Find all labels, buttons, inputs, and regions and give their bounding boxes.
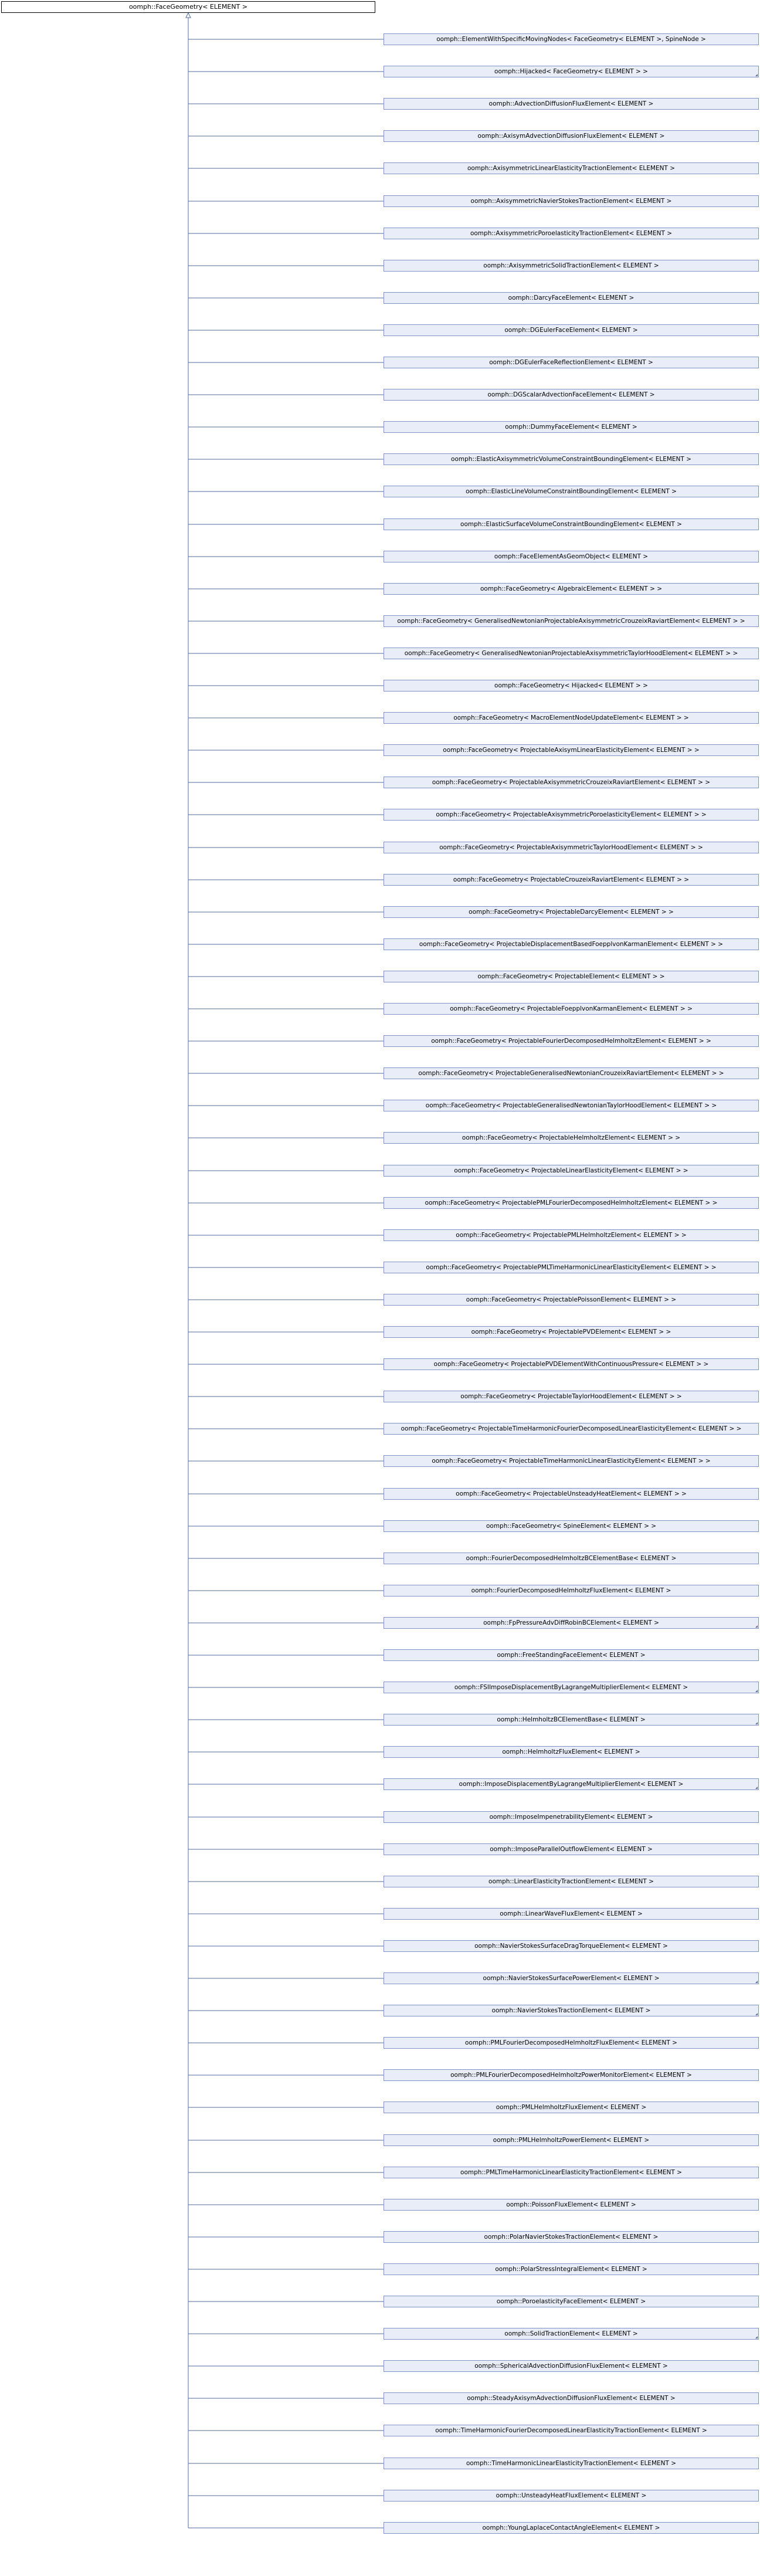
derived-class-node[interactable]: oomph::DGScalarAdvectionFaceElement< ELE…	[384, 389, 759, 401]
derived-class-node[interactable]: oomph::FaceGeometry< ProjectableCrouzeix…	[384, 874, 759, 886]
derived-class-node[interactable]: oomph::PMLFourierDecomposedHelmholtzFlux…	[384, 2037, 759, 2049]
derived-class-node[interactable]: oomph::FaceGeometry< GeneralisedNewtonia…	[384, 648, 759, 659]
derived-class-node[interactable]: oomph::DarcyFaceElement< ELEMENT >	[384, 292, 759, 304]
derived-class-node[interactable]: oomph::PMLHelmholtzFluxElement< ELEMENT …	[384, 2102, 759, 2113]
derived-class-node[interactable]: oomph::FaceGeometry< ProjectableDisplace…	[384, 938, 759, 950]
derived-class-node[interactable]: oomph::FaceGeometry< SpineElement< ELEME…	[384, 1520, 759, 1532]
derived-class-node[interactable]: oomph::PolarStressIntegralElement< ELEME…	[384, 2263, 759, 2275]
derived-class-node[interactable]: oomph::ElasticLineVolumeConstraintBoundi…	[384, 486, 759, 497]
derived-class-node[interactable]: oomph::FaceGeometry< ProjectableGenerali…	[384, 1100, 759, 1111]
derived-class-node[interactable]: oomph::FpPressureAdvDiffRobinBCElement< …	[384, 1617, 759, 1629]
derived-class-node[interactable]: oomph::HelmholtzBCElementBase< ELEMENT >	[384, 1714, 759, 1726]
derived-class-node[interactable]: oomph::Hijacked< FaceGeometry< ELEMENT >…	[384, 66, 759, 77]
derived-class-node[interactable]: oomph::FaceGeometry< ProjectableFourierD…	[384, 1035, 759, 1047]
derived-class-node[interactable]: oomph::FaceGeometry< Hijacked< ELEMENT >…	[384, 680, 759, 692]
derived-class-node[interactable]: oomph::PoissonFluxElement< ELEMENT >	[384, 2199, 759, 2211]
derived-class-node[interactable]: oomph::FaceGeometry< ProjectablePVDEleme…	[384, 1326, 759, 1338]
derived-class-node[interactable]: oomph::FourierDecomposedHelmholtzFluxEle…	[384, 1585, 759, 1597]
derived-class-node[interactable]: oomph::FaceGeometry< GeneralisedNewtonia…	[384, 615, 759, 627]
derived-class-node[interactable]: oomph::NavierStokesSurfacePowerElement< …	[384, 1972, 759, 1984]
derived-class-node[interactable]: oomph::FaceGeometry< ProjectableAxisymme…	[384, 842, 759, 853]
derived-class-node[interactable]: oomph::ImposeParallelOutflowElement< ELE…	[384, 1843, 759, 1855]
derived-class-node[interactable]: oomph::DGEulerFaceReflectionElement< ELE…	[384, 357, 759, 368]
derived-class-node[interactable]: oomph::AxisymmetricSolidTractionElement<…	[384, 260, 759, 272]
derived-class-node[interactable]: oomph::PoroelasticityFaceElement< ELEMEN…	[384, 2296, 759, 2307]
derived-class-node[interactable]: oomph::NavierStokesSurfaceDragTorqueElem…	[384, 1940, 759, 1952]
derived-class-node[interactable]: oomph::FaceGeometry< ProjectableTimeHarm…	[384, 1423, 759, 1435]
derived-class-node[interactable]: oomph::TimeHarmonicFourierDecomposedLine…	[384, 2425, 759, 2436]
derived-class-node[interactable]: oomph::FaceGeometry< ProjectableLinearEl…	[384, 1165, 759, 1177]
derived-class-node[interactable]: oomph::FaceElementAsGeomObject< ELEMENT …	[384, 551, 759, 562]
derived-class-node[interactable]: oomph::FSIImposeDisplacementByLagrangeMu…	[384, 1682, 759, 1693]
base-class-node[interactable]: oomph::FaceGeometry< ELEMENT >	[1, 1, 375, 13]
derived-class-node[interactable]: oomph::FaceGeometry< ProjectablePMLTimeH…	[384, 1262, 759, 1273]
derived-class-node[interactable]: oomph::FaceGeometry< AlgebraicElement< E…	[384, 583, 759, 595]
derived-class-node[interactable]: oomph::AxisymmetricPoroelasticityTractio…	[384, 228, 759, 239]
derived-class-node[interactable]: oomph::FaceGeometry< ProjectableAxisymme…	[384, 777, 759, 788]
derived-class-node[interactable]: oomph::FourierDecomposedHelmholtzBCEleme…	[384, 1553, 759, 1564]
derived-class-node[interactable]: oomph::FaceGeometry< ProjectablePoissonE…	[384, 1294, 759, 1306]
derived-class-node[interactable]: oomph::SphericalAdvectionDiffusionFluxEl…	[384, 2360, 759, 2372]
derived-class-node[interactable]: oomph::FaceGeometry< ProjectablePMLFouri…	[384, 1197, 759, 1209]
derived-class-node[interactable]: oomph::PMLTimeHarmonicLinearElasticityTr…	[384, 2167, 759, 2178]
derived-class-node[interactable]: oomph::FaceGeometry< MacroElementNodeUpd…	[384, 712, 759, 724]
derived-class-node[interactable]: oomph::FaceGeometry< ProjectableElement<…	[384, 971, 759, 982]
derived-class-node[interactable]: oomph::ImposeImpenetrabilityElement< ELE…	[384, 1811, 759, 1823]
derived-class-node[interactable]: oomph::FaceGeometry< ProjectableUnsteady…	[384, 1488, 759, 1500]
derived-class-node[interactable]: oomph::AxisymmetricLinearElasticityTract…	[384, 162, 759, 174]
derived-class-node[interactable]: oomph::AxisymAdvectionDiffusionFluxEleme…	[384, 130, 759, 142]
derived-class-node[interactable]: oomph::SteadyAxisymAdvectionDiffusionFlu…	[384, 2392, 759, 2404]
derived-class-node[interactable]: oomph::DummyFaceElement< ELEMENT >	[384, 421, 759, 433]
derived-class-node[interactable]: oomph::FaceGeometry< ProjectablePVDEleme…	[384, 1358, 759, 1370]
derived-class-node[interactable]: oomph::ElasticAxisymmetricVolumeConstrai…	[384, 453, 759, 465]
derived-class-node[interactable]: oomph::FaceGeometry< ProjectableTimeHarm…	[384, 1455, 759, 1467]
derived-class-node[interactable]: oomph::LinearElasticityTractionElement< …	[384, 1876, 759, 1887]
derived-class-node[interactable]: oomph::PMLFourierDecomposedHelmholtzPowe…	[384, 2069, 759, 2081]
inheritance-arrowhead	[185, 12, 191, 18]
derived-class-node[interactable]: oomph::FaceGeometry< ProjectableDarcyEle…	[384, 906, 759, 918]
derived-class-node[interactable]: oomph::FaceGeometry< ProjectableHelmholt…	[384, 1132, 759, 1144]
derived-class-node[interactable]: oomph::FaceGeometry< ProjectableAxisymme…	[384, 809, 759, 821]
derived-class-node[interactable]: oomph::FreeStandingFaceElement< ELEMENT …	[384, 1649, 759, 1661]
derived-class-node[interactable]: oomph::FaceGeometry< ProjectableGenerali…	[384, 1067, 759, 1079]
derived-class-node[interactable]: oomph::AxisymmetricNavierStokesTractionE…	[384, 195, 759, 207]
derived-class-node[interactable]: oomph::HelmholtzFluxElement< ELEMENT >	[384, 1746, 759, 1758]
derived-class-node[interactable]: oomph::ElasticSurfaceVolumeConstraintBou…	[384, 518, 759, 530]
derived-class-node[interactable]: oomph::SolidTractionElement< ELEMENT >	[384, 2328, 759, 2340]
derived-class-node[interactable]: oomph::FaceGeometry< ProjectablePMLHelmh…	[384, 1229, 759, 1241]
derived-class-node[interactable]: oomph::NavierStokesTractionElement< ELEM…	[384, 2005, 759, 2016]
derived-class-node[interactable]: oomph::ImposeDisplacementByLagrangeMulti…	[384, 1778, 759, 1790]
derived-class-node[interactable]: oomph::AdvectionDiffusionFluxElement< EL…	[384, 98, 759, 110]
derived-class-node[interactable]: oomph::ElementWithSpecificMovingNodes< F…	[384, 33, 759, 45]
derived-class-node[interactable]: oomph::PMLHelmholtzPowerElement< ELEMENT…	[384, 2134, 759, 2146]
derived-class-node[interactable]: oomph::FaceGeometry< ProjectableAxisymLi…	[384, 744, 759, 756]
derived-class-node[interactable]: oomph::FaceGeometry< ProjectableFoepplvo…	[384, 1003, 759, 1015]
derived-class-node[interactable]: oomph::DGEulerFaceElement< ELEMENT >	[384, 324, 759, 336]
derived-class-node[interactable]: oomph::LinearWaveFluxElement< ELEMENT >	[384, 1908, 759, 1920]
derived-class-node[interactable]: oomph::PolarNavierStokesTractionElement<…	[384, 2231, 759, 2243]
derived-class-node[interactable]: oomph::YoungLaplaceContactAngleElement< …	[384, 2522, 759, 2534]
derived-class-node[interactable]: oomph::FaceGeometry< ProjectableTaylorHo…	[384, 1391, 759, 1402]
derived-class-node[interactable]: oomph::TimeHarmonicLinearElasticityTract…	[384, 2458, 759, 2469]
derived-class-node[interactable]: oomph::UnsteadyHeatFluxElement< ELEMENT …	[384, 2490, 759, 2502]
